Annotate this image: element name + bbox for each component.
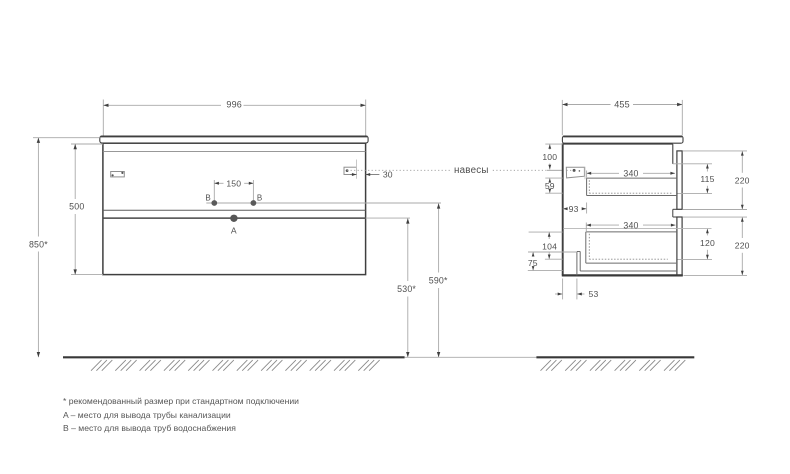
svg-text:59: 59: [545, 181, 555, 191]
svg-text:340: 340: [623, 169, 638, 179]
svg-text:A: A: [231, 225, 237, 235]
svg-text:340: 340: [623, 220, 638, 230]
svg-text:104: 104: [542, 241, 557, 251]
svg-text:115: 115: [700, 174, 714, 184]
svg-text:A – место для вывода трубы кан: A – место для вывода трубы канализации: [63, 410, 231, 420]
svg-text:500: 500: [69, 202, 84, 212]
svg-text:B: B: [257, 194, 263, 203]
svg-text:455: 455: [614, 100, 630, 110]
svg-text:30: 30: [383, 170, 393, 180]
svg-text:996: 996: [226, 100, 242, 110]
svg-text:150: 150: [226, 179, 241, 189]
svg-text:220: 220: [735, 176, 750, 186]
svg-text:навесы: навесы: [454, 165, 489, 176]
svg-text:75: 75: [528, 258, 538, 268]
svg-text:* рекомендованный размер при с: * рекомендованный размер при стандартном…: [63, 396, 299, 406]
svg-text:100: 100: [542, 152, 557, 162]
svg-text:B: B: [205, 194, 211, 203]
svg-text:590*: 590*: [429, 276, 448, 286]
svg-text:53: 53: [589, 289, 599, 299]
svg-text:220: 220: [735, 241, 750, 251]
svg-text:B – место для вывода труб водо: B – место для вывода труб водоснабжения: [63, 423, 236, 433]
svg-text:120: 120: [700, 238, 715, 248]
svg-text:93: 93: [569, 204, 579, 214]
svg-text:850*: 850*: [29, 239, 48, 249]
svg-text:530*: 530*: [397, 284, 416, 294]
